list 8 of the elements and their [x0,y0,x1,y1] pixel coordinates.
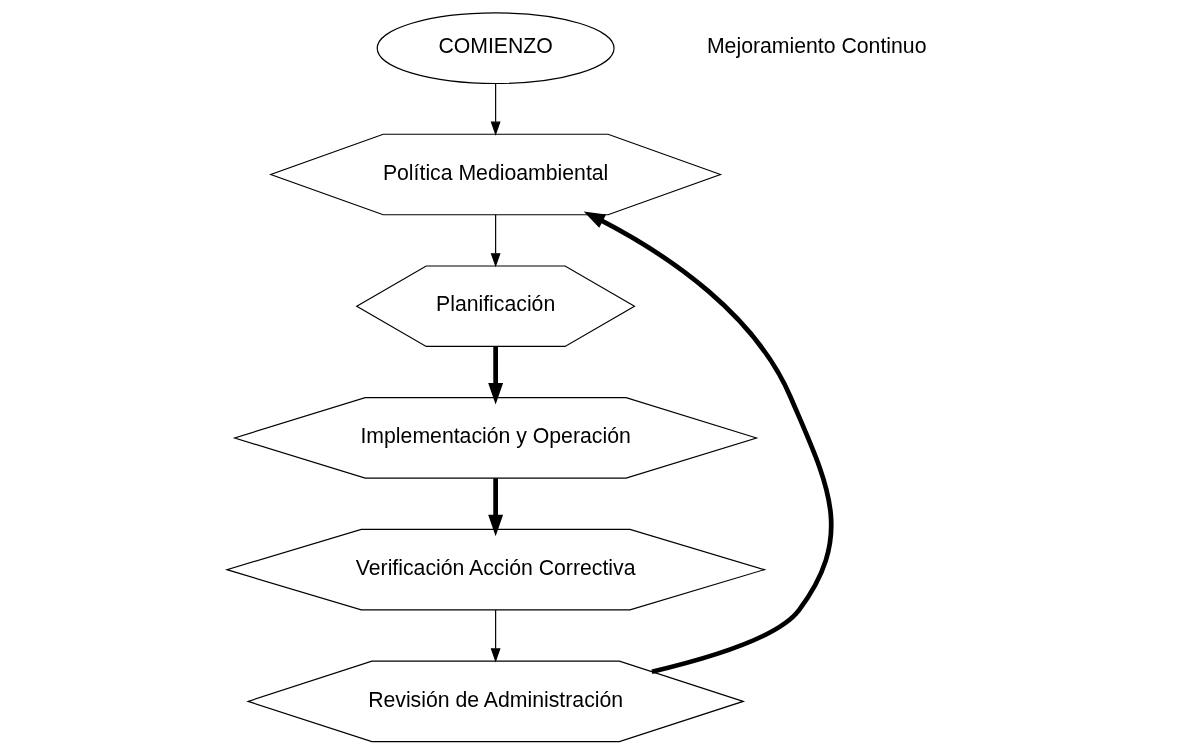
arrow [490,214,501,268]
arrow [490,609,501,663]
label: Mejoramiento Continuo [706,34,926,59]
node-ellipse: COMIENZO [376,12,615,85]
arrow [487,346,503,405]
arrow [583,211,834,674]
arrow [490,83,501,136]
arrow [487,478,503,537]
